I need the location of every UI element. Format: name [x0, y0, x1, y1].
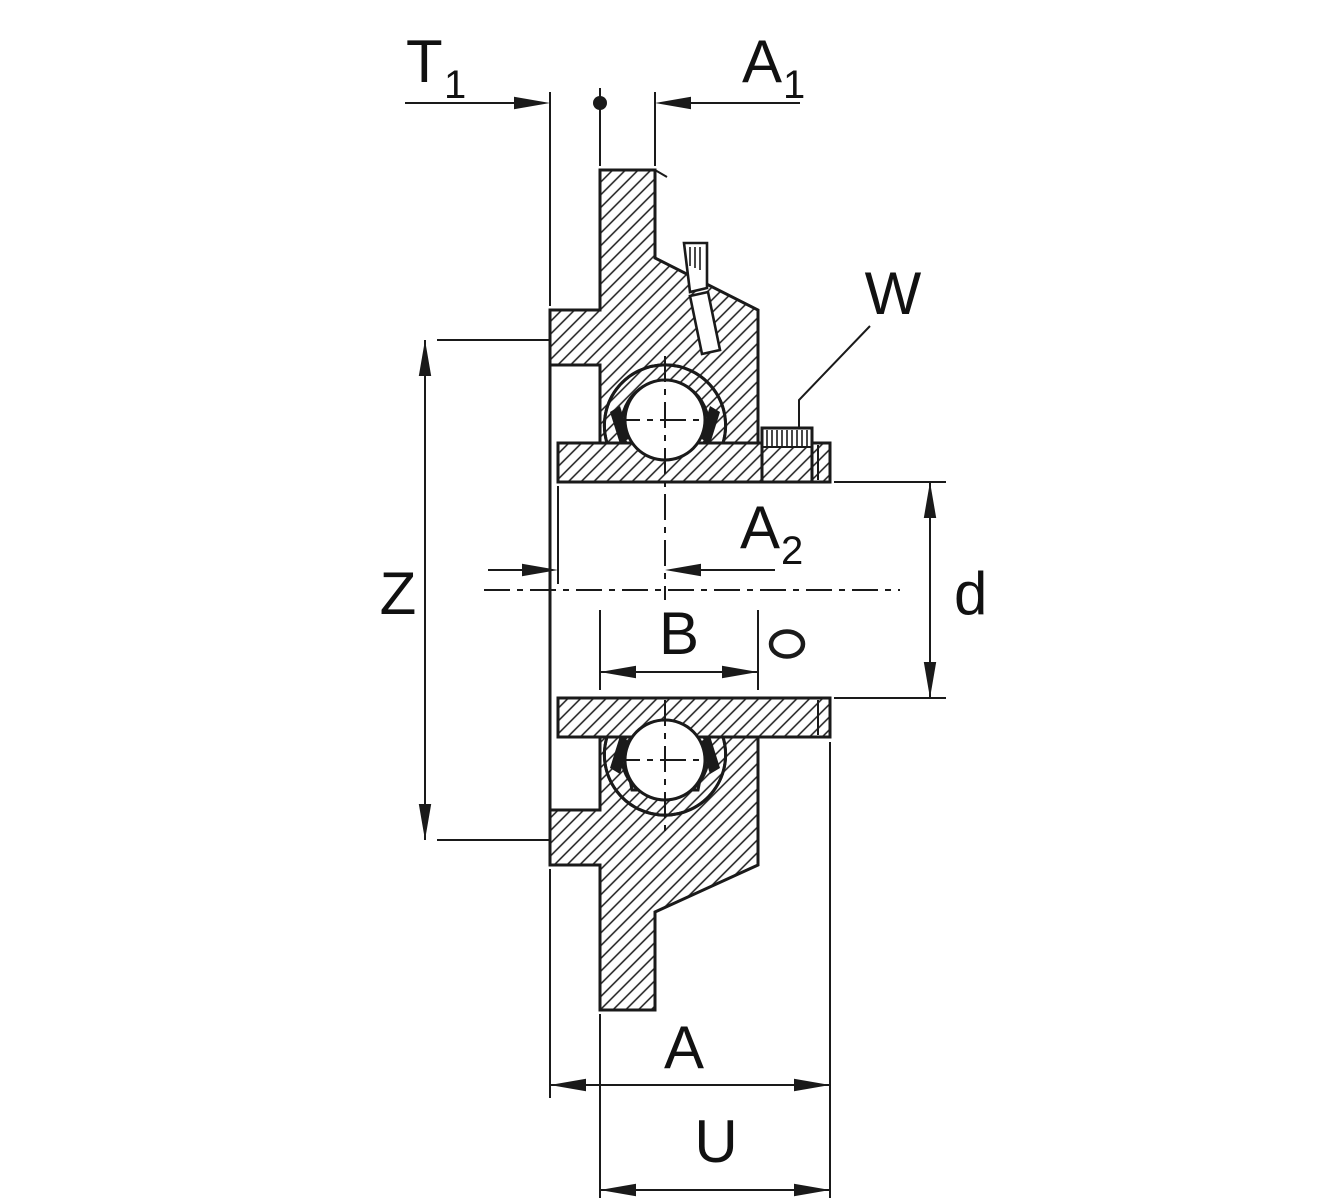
dimension-label-b: B [659, 600, 699, 667]
dimension-b: B [599, 600, 759, 690]
set-screw [760, 426, 814, 484]
dimension-label-z: Z [380, 560, 417, 627]
dimension-d: d [834, 481, 987, 699]
leader-w: W [798, 260, 922, 429]
dimension-label-t1-subscript: 1 [444, 63, 466, 107]
dimension-label-a2: A [740, 494, 780, 561]
lower-right-seal [700, 736, 720, 774]
far-side-screw-hole [768, 629, 806, 659]
dimension-u: U [599, 1014, 830, 1198]
dimension-z: Z [380, 339, 549, 841]
dimension-label-a: A [664, 1014, 704, 1081]
dimension-label-a2-subscript: 2 [781, 529, 803, 573]
dimension-a2: A 2 [488, 486, 803, 584]
dimension-label-t1: T [406, 28, 443, 95]
grease-channel [688, 290, 722, 356]
dimension-label-a1-subscript: 1 [783, 63, 805, 107]
dimension-label-u: U [694, 1108, 737, 1175]
dimension-t1: T 1 [405, 28, 607, 306]
dimension-a: A [549, 742, 831, 1198]
upper-right-seal [700, 406, 720, 444]
dimension-a1: A 1 [654, 28, 805, 166]
lower-left-seal [610, 736, 630, 774]
dimension-dot-terminator [593, 96, 607, 110]
upper-left-seal [610, 406, 630, 444]
dimension-label-d: d [954, 560, 987, 627]
centerlines [484, 356, 900, 832]
dimension-label-w: W [865, 260, 922, 327]
lubrication-feature [654, 169, 722, 356]
dimension-label-a1: A [742, 28, 782, 95]
solid-edges [548, 365, 819, 810]
